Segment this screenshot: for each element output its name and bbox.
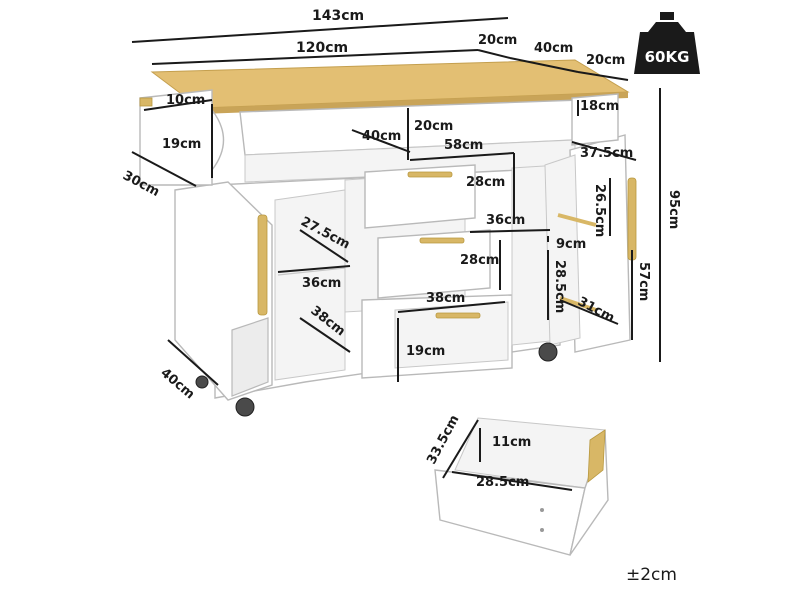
spice-rack-gold-trim [139, 97, 153, 107]
wheel-front-right [538, 342, 558, 362]
drawer-top-handle [407, 171, 453, 178]
label-shelf-height: 20cm [414, 119, 453, 134]
label-cabinet-height: 57cm [636, 262, 651, 301]
label-top-length: 120cm [296, 40, 348, 56]
label-drawer-height-bottom: 19cm [406, 344, 445, 359]
right-door-handle [627, 177, 637, 261]
label-gap-9: 9cm [556, 237, 586, 252]
kettlebell-weight-icon: 60KG [634, 12, 700, 74]
label-drawer-height-mid: 28cm [460, 253, 499, 268]
label-drawer-detail-height: 11cm [492, 435, 531, 450]
label-drawer-detail-depth: 33.5cm [424, 413, 462, 467]
label-total-height: 95cm [666, 190, 681, 229]
label-drawer-detail-width: 28.5cm [476, 475, 529, 490]
countertop-edge [200, 92, 628, 114]
drawer-middle [377, 229, 491, 299]
label-rack-width: 10cm [166, 93, 205, 108]
label-right-compartment: 28.5cm [552, 260, 567, 313]
label-side-shelf: 18cm [580, 99, 619, 114]
tolerance-note: ±2cm [626, 565, 677, 585]
label-shelf-depth: 40cm [362, 129, 401, 144]
wheel-front-left [235, 397, 255, 417]
detail-drawer-handle [587, 429, 606, 483]
weight-capacity-label: 60KG [645, 48, 690, 66]
label-left-shelf-width: 36cm [302, 276, 341, 291]
label-inner-width: 58cm [444, 138, 483, 153]
label-drawer-height-top: 28cm [466, 175, 505, 190]
left-door-panel [231, 317, 269, 397]
label-overhang-left: 20cm [478, 33, 517, 48]
label-depth-top: 40cm [534, 41, 573, 56]
right-side-rack [571, 93, 619, 146]
label-rack-height: 19cm [162, 137, 201, 152]
wheel-back-left [195, 375, 209, 389]
left-door-handle [257, 214, 268, 316]
label-side-depth: 40cm [157, 366, 197, 403]
label-drawer-width-mid: 36cm [486, 213, 525, 228]
label-drawer-width-bottom: 38cm [426, 291, 465, 306]
left-interior [274, 189, 346, 381]
drawer-detail-illustration [434, 417, 609, 556]
label-total-length: 143cm [312, 8, 364, 24]
drawer-middle-handle [419, 237, 465, 244]
drawer-top [364, 164, 476, 229]
label-overhang-right: 20cm [586, 53, 625, 68]
label-door-width: 37.5cm [580, 146, 633, 161]
label-door-shelf-height: 26.5cm [592, 184, 607, 237]
kitchen-island-illustration [139, 59, 637, 417]
drawer-bottom-handle [435, 312, 481, 319]
dimension-lines [131, 17, 661, 491]
